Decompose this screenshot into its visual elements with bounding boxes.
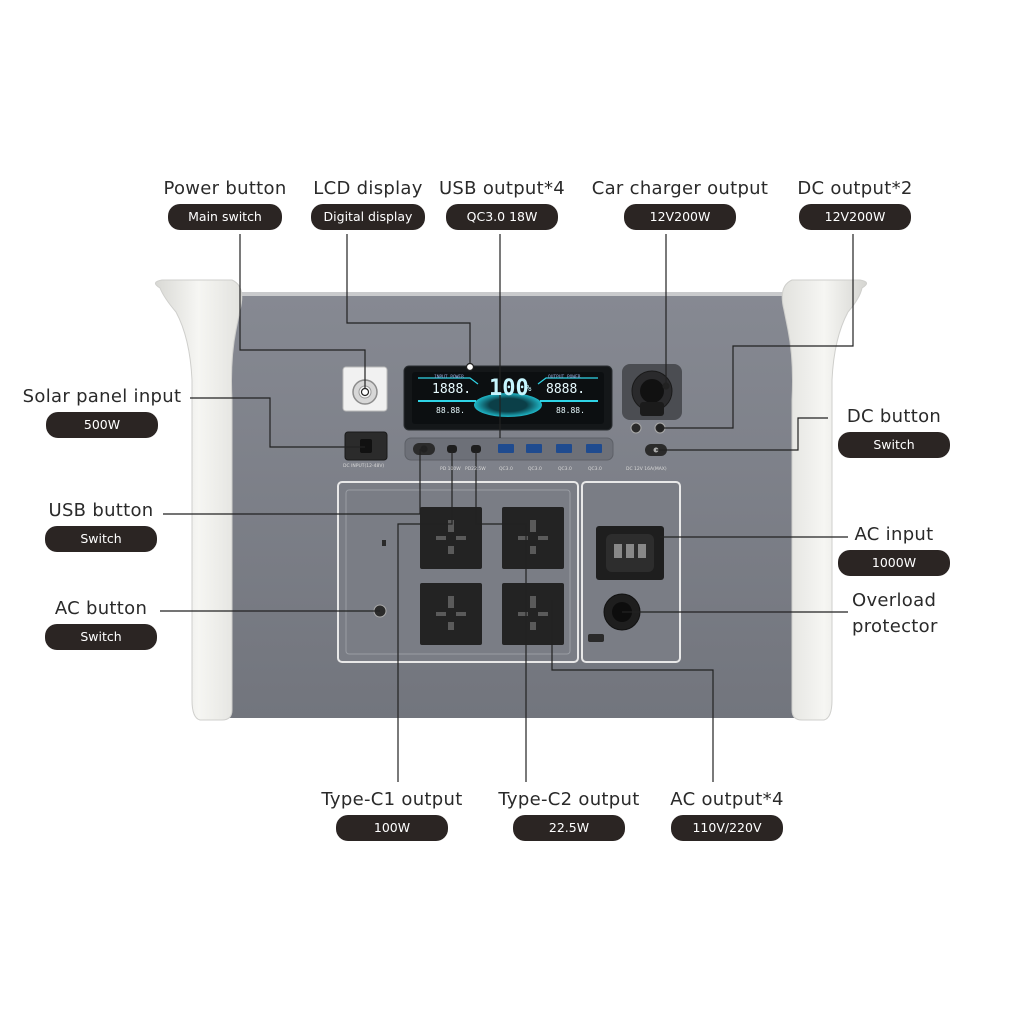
lcd-output-label: OUTPUT POWER (548, 375, 581, 380)
lcd-right-small: 88.88. (556, 406, 585, 415)
panel-label-pd2: PD22.5W (465, 467, 486, 472)
callout-power-button: Power button Main switch (150, 178, 300, 230)
callout-title: DC output*2 (797, 178, 913, 199)
lcd-output-value: 8888. (546, 382, 586, 397)
callout-lcd-display: LCD display Digital display (300, 178, 436, 230)
left-shell (155, 279, 243, 721)
callout-title: AC input (854, 524, 934, 545)
lcd-input-value: 1888. (432, 382, 472, 397)
callout-ac-input: AC input 1000W (832, 524, 956, 576)
usb-port-2 (526, 444, 542, 453)
type-c1-port (447, 445, 457, 453)
battery-ring (474, 393, 542, 417)
callout-pill: Main switch (168, 204, 282, 230)
dc-output-1 (630, 422, 642, 434)
callout-pill: Digital display (311, 204, 425, 230)
callout-type-c2: Type-C2 output 22.5W (488, 789, 650, 841)
ac-outlet-2 (502, 507, 564, 569)
callout-pill: QC3.0 18W (446, 204, 558, 230)
callout-overload-protector: Overload protector (852, 590, 972, 638)
usb-port-4 (586, 444, 602, 453)
ac-outlet-4 (502, 583, 564, 645)
panel-label-qc1: QC3.0 (499, 467, 513, 472)
callout-dc-output: DC output*2 12V200W (788, 178, 922, 230)
callout-dc-button: DC button Switch (832, 406, 956, 458)
callout-solar-input: Solar panel input 500W (14, 386, 190, 438)
callout-title: USB output*4 (438, 178, 566, 199)
ac-outlet-1 (420, 507, 482, 569)
callout-title-line2: protector (852, 616, 938, 637)
usb-port-3 (556, 444, 572, 453)
callout-title-line1: Overload (852, 590, 937, 611)
panel-label-dc-out: DC 12V 16A(MAX) (626, 467, 667, 472)
panel-label-qc4: QC3.0 (588, 467, 602, 472)
callout-usb-button: USB button Switch (30, 500, 172, 552)
type-c2-port (471, 445, 481, 453)
panel-label-qc2: QC3.0 (528, 467, 542, 472)
callout-pill: 12V200W (624, 204, 736, 230)
usb-port-1 (498, 444, 514, 453)
leader-lines (160, 234, 854, 782)
callout-pill: 12V200W (799, 204, 911, 230)
callout-ac-button: AC button Switch (30, 598, 172, 650)
ac-outlet-3 (420, 583, 482, 645)
callout-pill: 22.5W (513, 815, 625, 841)
callout-pill: 1000W (838, 550, 950, 576)
panel-label-dc-input: DC INPUT(12-48V) (343, 464, 385, 469)
callout-title: Car charger output (591, 178, 769, 199)
callout-title: LCD display (313, 178, 423, 199)
callout-title: AC button (54, 598, 148, 619)
callout-ac-output: AC output*4 110V/220V (660, 789, 794, 841)
callout-car-charger: Car charger output 12V200W (582, 178, 778, 230)
callout-type-c1: Type-C1 output 100W (312, 789, 472, 841)
callout-title: USB button (48, 500, 154, 521)
callout-pill: 110V/220V (671, 815, 783, 841)
callout-title: Type-C2 output (498, 789, 640, 810)
callout-title: Solar panel input (22, 386, 182, 407)
panel-label-qc3: QC3.0 (558, 467, 572, 472)
lcd-left-small: 88.88. (436, 406, 465, 415)
callout-pill: Switch (45, 526, 157, 552)
callout-pill: 100W (336, 815, 448, 841)
lcd-battery-percent: 100 (489, 376, 529, 401)
callout-pill: 500W (46, 412, 158, 438)
panel-label-pd: PD 100W (440, 467, 461, 472)
callout-pill: Switch (838, 432, 950, 458)
lcd-input-label: INPUT POWER (434, 375, 464, 380)
callout-pill: Switch (45, 624, 157, 650)
callout-usb-output: USB output*4 QC3.0 18W (434, 178, 570, 230)
lcd-percent-sign: % (526, 384, 532, 394)
ac-outlets (420, 507, 564, 645)
callout-title: Power button (163, 178, 287, 199)
callout-title: Type-C1 output (321, 789, 463, 810)
callout-title: DC button (846, 406, 942, 427)
right-shell (781, 279, 867, 721)
callout-title: AC output*4 (670, 789, 784, 810)
